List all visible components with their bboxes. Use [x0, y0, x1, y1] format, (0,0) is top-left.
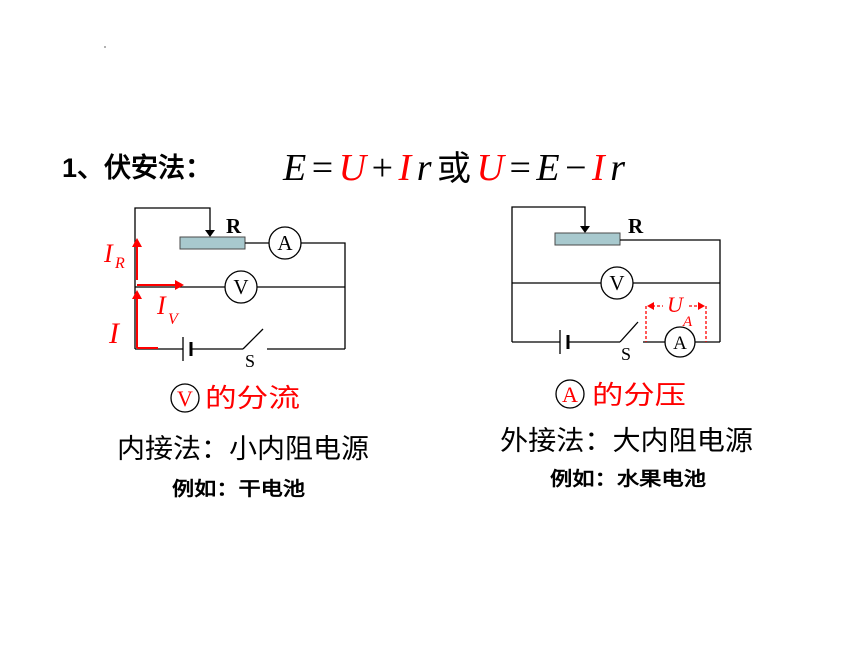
ammeter-voltage-symbol: U: [667, 292, 685, 317]
ammeter-voltage-subscript: A: [682, 314, 693, 330]
voltage-division-note: 的分压: [592, 381, 686, 411]
current-rheostat-subscript: R: [114, 255, 125, 272]
current-total-symbol: I: [108, 317, 121, 350]
ammeter-note-circle: [555, 379, 585, 409]
formula-voltage-symbol: U: [477, 147, 507, 189]
formula-equals-sign: =: [509, 147, 530, 189]
rheostat-slider-arrowhead: [580, 226, 590, 233]
switch-label: S: [245, 351, 255, 371]
formula-emf-symbol: E: [282, 147, 306, 189]
current-division-note: 的分流: [205, 384, 300, 414]
external-connection-notes: A 的分压 外接法：大内阻电源 例如：水果电池: [500, 379, 753, 490]
external-connection-circuit: R V S A U A: [511, 206, 721, 364]
wire-rheostat-to-right: [620, 239, 721, 342]
wire-left-and-top: [134, 207, 211, 349]
current-rheostat-symbol: I: [103, 239, 114, 268]
ammeter-voltage-left-arrowhead: [647, 302, 654, 310]
formula-plus-sign: +: [372, 147, 393, 189]
heading: 1、伏安法：: [62, 153, 212, 183]
formula-internal-resistance-symbol: r: [610, 147, 625, 189]
rheostat-label: R: [226, 214, 242, 238]
ammeter-note-symbol: A: [562, 382, 578, 407]
formula-equals-sign: =: [312, 147, 333, 189]
rheostat-label: R: [628, 214, 644, 238]
current-rheostat-arrowhead: [132, 238, 142, 247]
formula-or-word: 或: [437, 149, 471, 189]
internal-connection-notes: V 的分流 内接法：小内阻电源 例如：干电池: [117, 383, 369, 500]
ammeter-label: A: [277, 231, 293, 255]
wire-ammeter-to-right: [301, 242, 346, 349]
internal-method-example: 例如：干电池: [172, 477, 305, 500]
switch-label: S: [621, 344, 631, 364]
external-method-title: 外接法：大内阻电源: [500, 426, 753, 457]
current-total-arrowhead: [132, 290, 142, 299]
ammeter-label: A: [673, 333, 687, 354]
formula-voltage-symbol: U: [339, 147, 369, 189]
formula-emf-symbol: E: [535, 147, 559, 189]
formula-current-symbol: I: [591, 147, 607, 189]
switch-blade: [242, 328, 264, 350]
rheostat: [179, 236, 246, 250]
formula-current-symbol: I: [398, 147, 414, 189]
internal-method-title: 内接法：小内阻电源: [117, 434, 369, 465]
wire-left-and-top: [511, 206, 586, 342]
voltmeter-note-symbol: V: [177, 386, 193, 411]
rheostat: [554, 232, 621, 246]
decoration-dot: [104, 46, 106, 48]
voltmeter-label: V: [609, 271, 624, 295]
ammeter-voltage-right-arrowhead: [698, 302, 705, 310]
formula-internal-resistance-symbol: r: [417, 147, 432, 189]
current-voltmeter-arrowhead: [175, 280, 184, 290]
current-voltmeter-symbol: I: [156, 291, 167, 320]
switch-blade: [619, 321, 639, 343]
internal-connection-circuit: R A V S I R I V I: [103, 207, 346, 371]
current-voltmeter-subscript: V: [168, 311, 180, 328]
formula-minus-sign: −: [565, 147, 586, 189]
voltmeter-label: V: [233, 275, 248, 299]
voltmeter-note-circle: [170, 383, 200, 413]
external-method-example: 例如：水果电池: [550, 467, 706, 490]
rheostat-slider-arrowhead: [205, 230, 215, 237]
